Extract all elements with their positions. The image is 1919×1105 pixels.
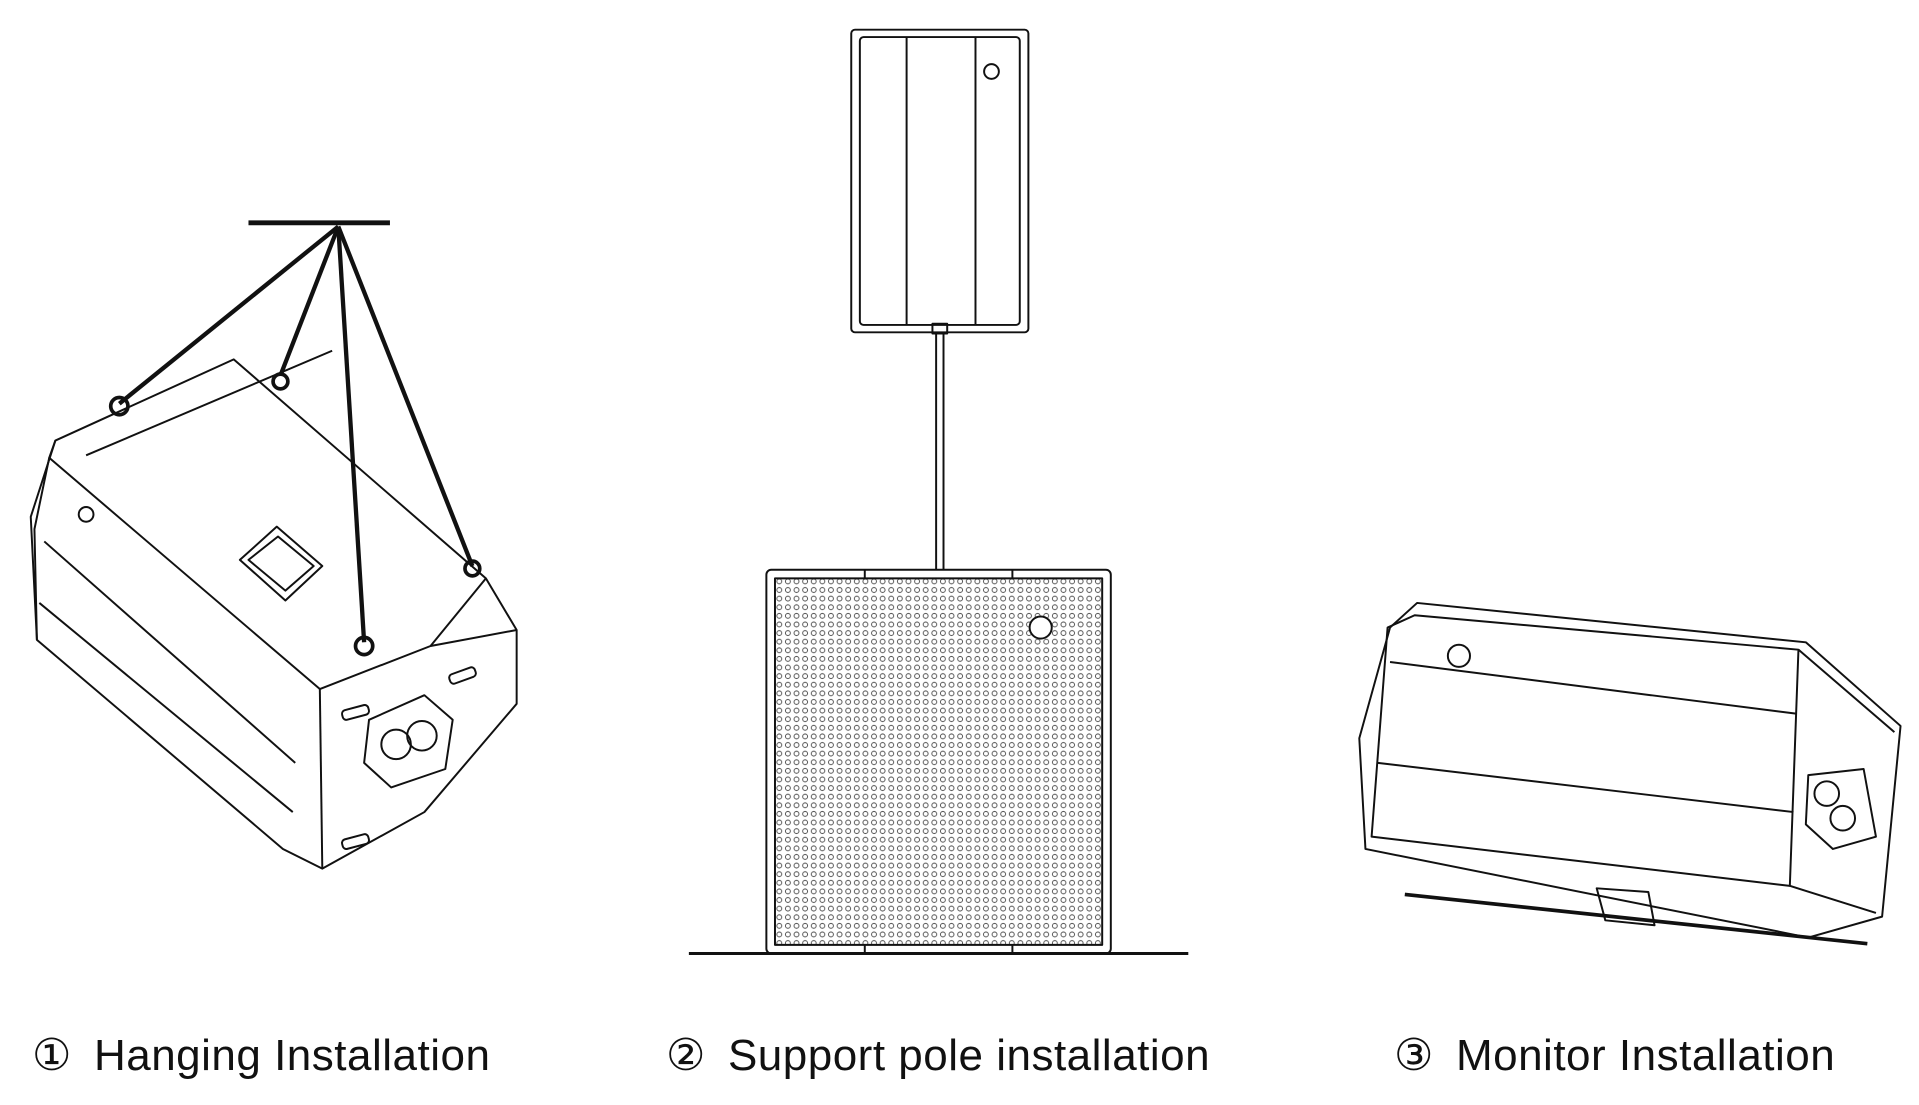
figure-number: ② — [666, 1031, 706, 1080]
handle — [238, 525, 324, 602]
hanging-speaker-illustration — [29, 220, 518, 870]
figure-number: ③ — [1394, 1031, 1434, 1080]
top-speaker — [850, 28, 1030, 334]
suspension-cables — [117, 224, 475, 643]
grille — [773, 577, 1104, 946]
caption-hanging-installation: ① Hanging Installation — [32, 1030, 490, 1081]
logo-icon — [1446, 643, 1471, 668]
caption-text: Monitor Installation — [1455, 1031, 1836, 1080]
caption-text: Hanging Installation — [93, 1031, 491, 1080]
caption-support-pole-installation: ② Support pole installation — [666, 1030, 1210, 1081]
figure-number: ① — [32, 1031, 72, 1080]
monitor-illustration — [1358, 601, 1902, 946]
caption-text: Support pole installation — [727, 1031, 1211, 1080]
caption-monitor-installation: ③ Monitor Installation — [1394, 1030, 1835, 1081]
driver-plate — [1804, 768, 1877, 850]
logo-icon — [1028, 615, 1053, 640]
ground-line — [1404, 892, 1868, 946]
speaker-body — [29, 358, 518, 870]
driver-plate — [363, 694, 454, 789]
logo-icon — [77, 506, 95, 523]
handle — [1595, 887, 1656, 927]
logo-icon — [983, 63, 1000, 80]
pole-mount-illustration — [688, 28, 1189, 956]
